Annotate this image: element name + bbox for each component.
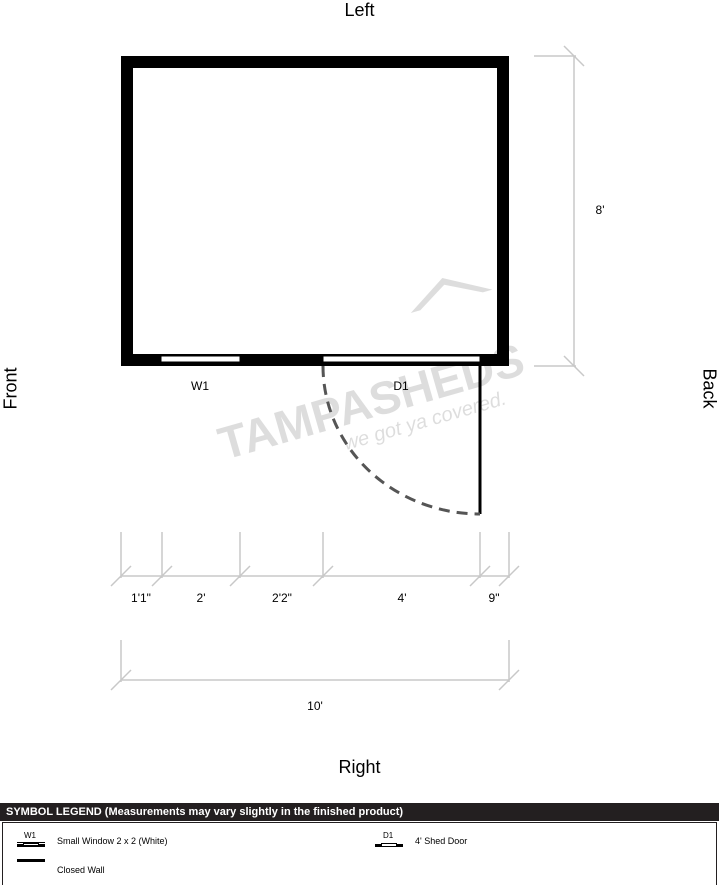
watermark: TAMPASHEDS we got ya covered.	[213, 277, 530, 470]
side-label-right: Right	[338, 757, 381, 777]
segment-label: 4'	[398, 591, 407, 605]
watermark-roof-icon	[410, 277, 493, 314]
legend-window-symbol: W1	[15, 831, 45, 851]
floor-plan: TAMPASHEDS we got ya covered. W1 D1 8'	[110, 45, 605, 713]
segment-dimensions	[110, 532, 520, 587]
segment-label: 2'2"	[272, 591, 292, 605]
segment-label: 2'	[197, 591, 206, 605]
segment-label: 1'1"	[131, 591, 151, 605]
legend-header: SYMBOL LEGEND (Measurements may vary sli…	[0, 803, 719, 821]
width-dimension	[110, 640, 520, 691]
door-d1	[321, 355, 482, 516]
walls	[121, 56, 509, 366]
width-label: 10'	[307, 699, 323, 713]
wall-left	[121, 56, 133, 366]
wall-top	[121, 56, 509, 68]
legend-body: W1 Small Window 2 x 2 (White) D1 4' Shed…	[2, 822, 717, 885]
legend-window-text: Small Window 2 x 2 (White)	[57, 836, 168, 846]
legend-door-code: D1	[383, 831, 394, 840]
depth-dimension	[534, 45, 585, 377]
door-label: D1	[393, 379, 409, 393]
window-label: W1	[191, 379, 209, 393]
side-label-left: Left	[344, 0, 375, 20]
depth-label: 8'	[596, 203, 605, 217]
wall-right	[497, 56, 509, 366]
segment-label: 9"	[489, 591, 500, 605]
window-w1	[160, 355, 241, 363]
symbol-legend: SYMBOL LEGEND (Measurements may vary sli…	[0, 803, 719, 885]
legend-window-code: W1	[24, 831, 36, 840]
door-swing-arc	[321, 365, 481, 516]
legend-wall-symbol	[17, 859, 45, 862]
legend-door-symbol: D1	[373, 831, 405, 851]
legend-door-text: 4' Shed Door	[415, 836, 468, 846]
legend-wall-text: Closed Wall	[57, 865, 105, 875]
